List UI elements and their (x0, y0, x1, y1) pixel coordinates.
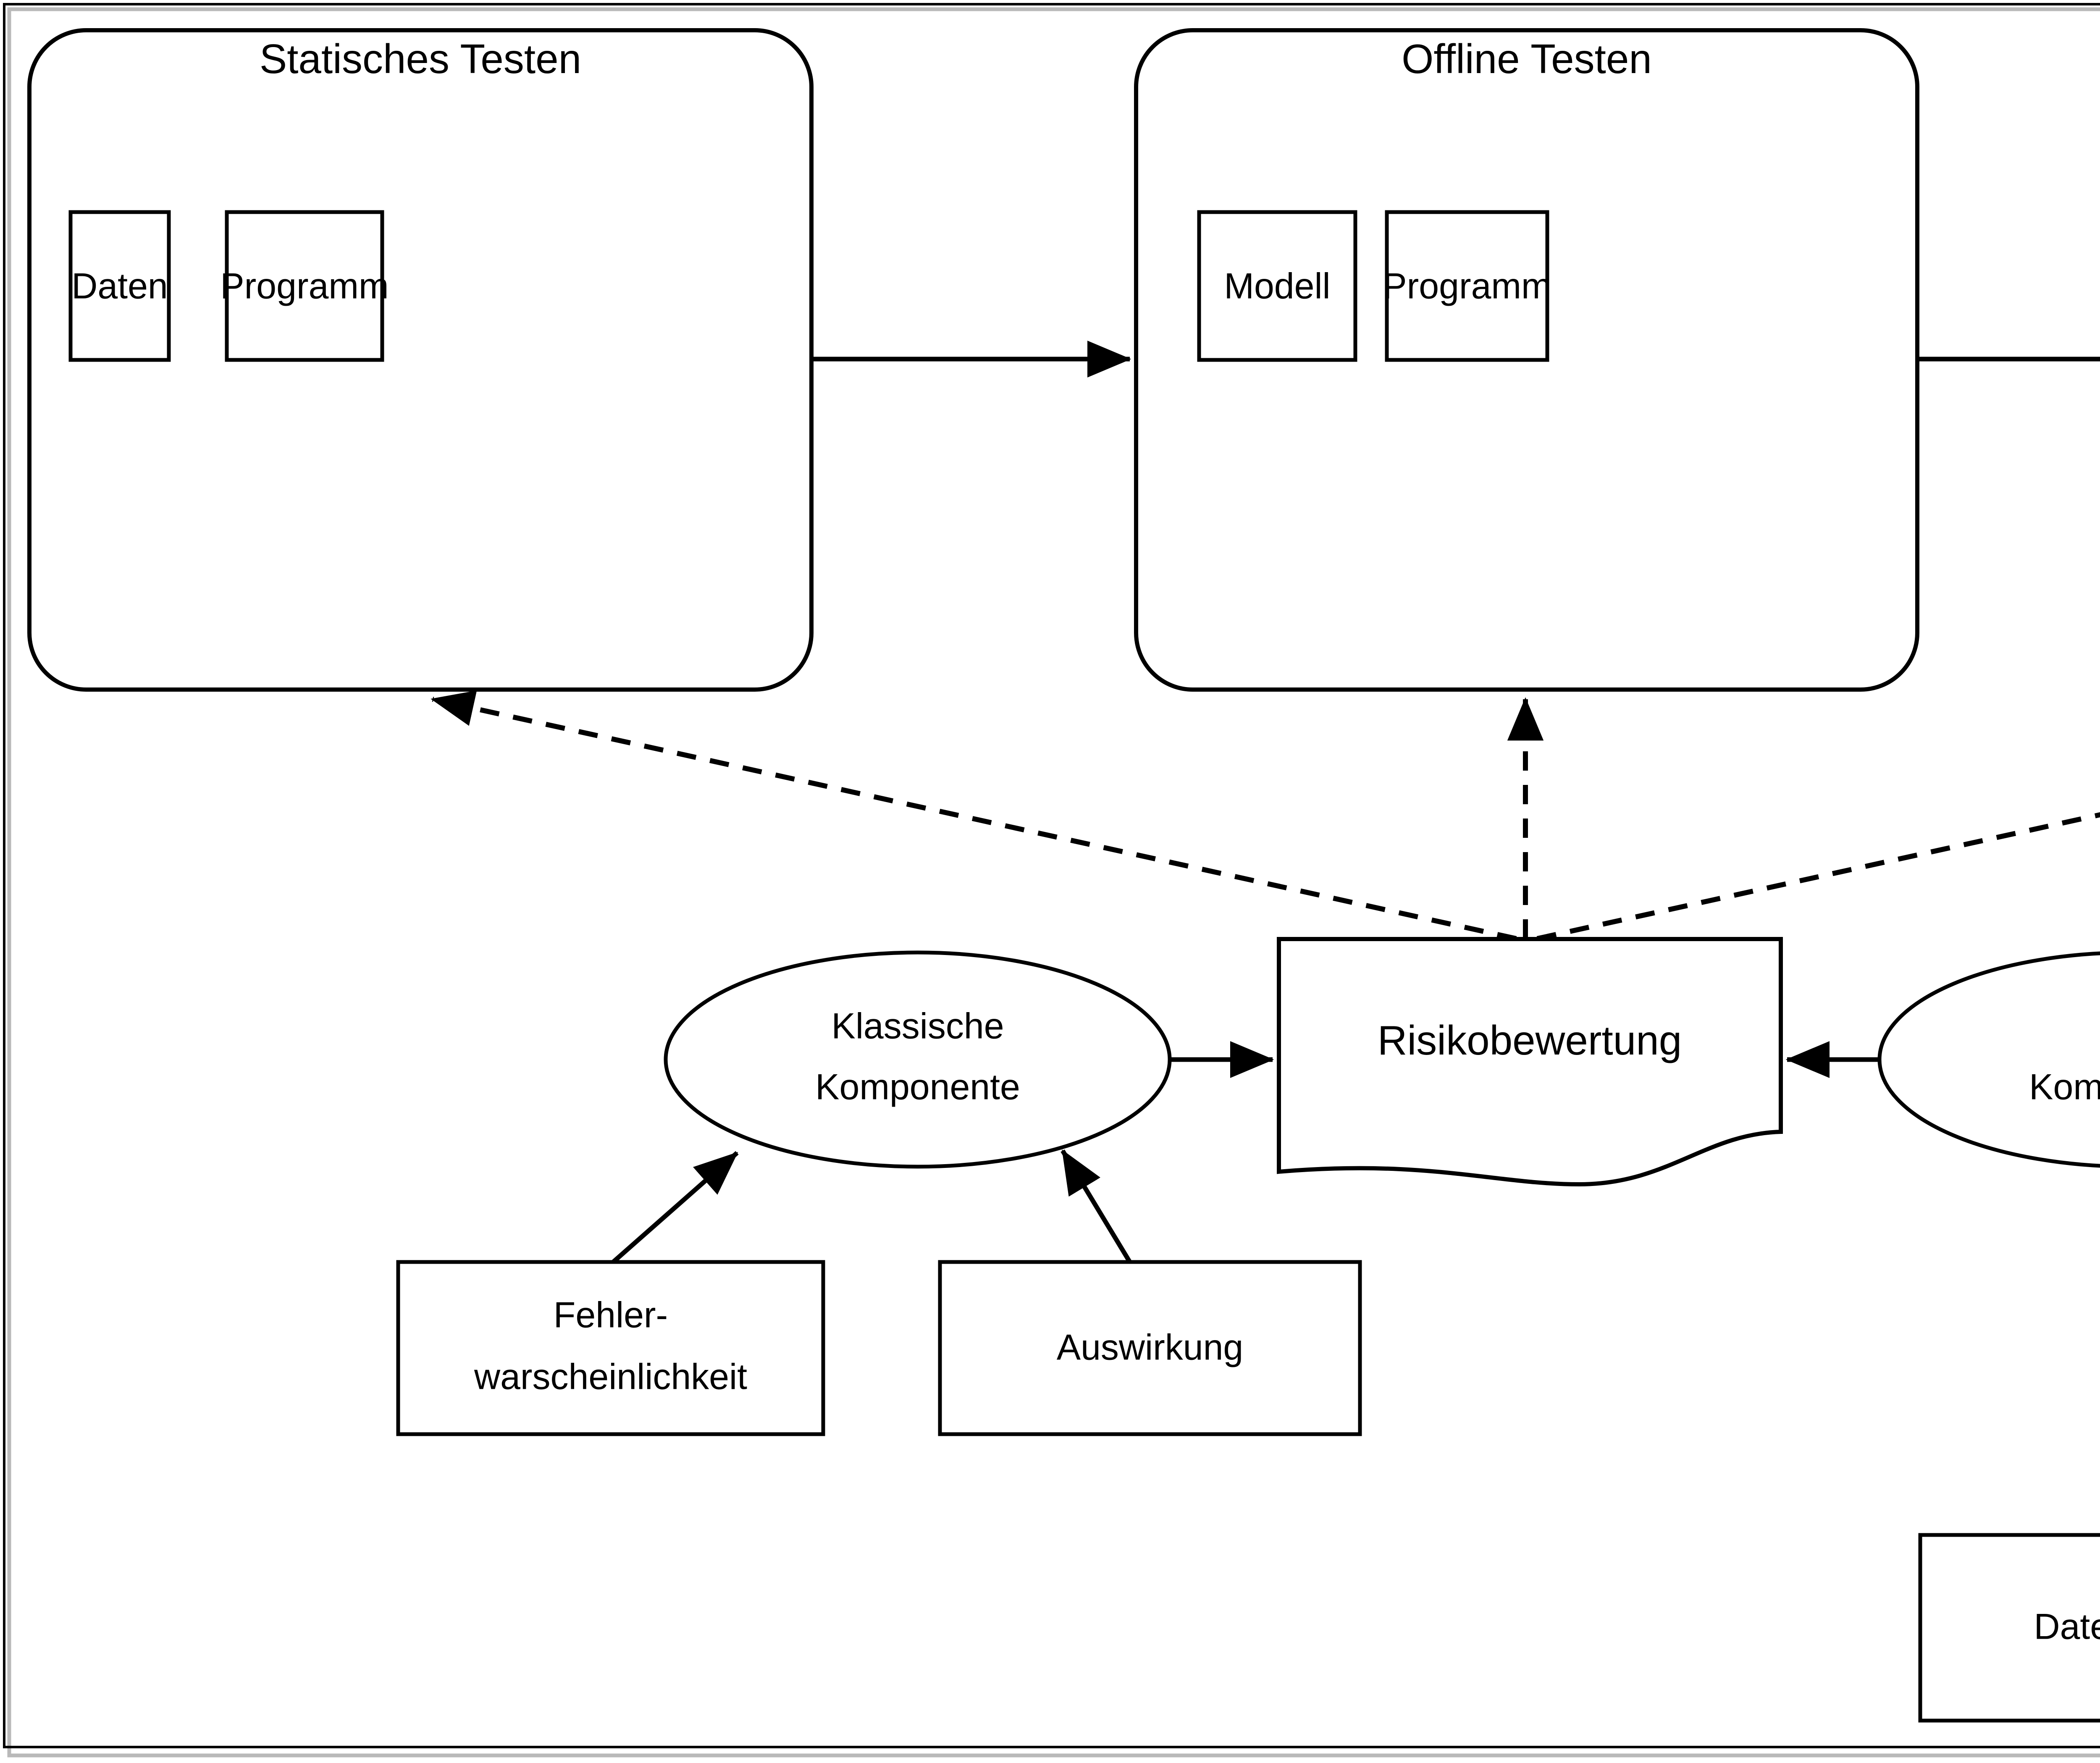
node-datenquelle-label: Datenquelle (2034, 1607, 2100, 1647)
node-datenquelle-box[interactable] (1918, 1533, 2100, 1723)
outer-frame-border (3, 3, 2100, 1748)
arrow-auswirkung-links-to-klassische (1060, 1149, 1132, 1263)
dashed-arrow-to-online-testen (1536, 812, 2100, 941)
box-daten-statisch[interactable] (68, 210, 171, 362)
box-programm-offline[interactable] (1385, 210, 1549, 362)
node-ai-komponente[interactable]: AI- Komponente (1877, 951, 2100, 1168)
node-klassische-komponente[interactable]: Klassische Komponente (664, 950, 1172, 1169)
node-fehlerwarscheinlichkeit[interactable]: Fehler- warscheinlichkeit (396, 1260, 825, 1436)
box-programm-offline-label: Programm (1383, 266, 1551, 307)
box-modell-offline[interactable] (1197, 210, 1357, 362)
box-modell-offline-label: Modell (1224, 266, 1330, 307)
node-risikobewertung-shape[interactable] (1277, 937, 1783, 1187)
box-programm-statisch[interactable] (225, 210, 384, 362)
panel-statisches-testen[interactable]: Statisches Testen Daten Programm (27, 28, 814, 692)
box-daten-statisch-label: Daten (71, 266, 168, 307)
node-fehlerwarscheinlichkeit-box[interactable] (396, 1260, 825, 1436)
node-auswirkung-links-box[interactable] (938, 1260, 1362, 1436)
node-auswirkung-links-label: Auswirkung (1057, 1327, 1244, 1368)
node-risikobewertung-label: Risikobewertung (1378, 1017, 1682, 1063)
arrow-fehler-to-klassische (612, 1151, 739, 1264)
node-datenquelle[interactable]: Datenquelle (1918, 1533, 2100, 1723)
box-programm-statisch-label: Programm (220, 266, 388, 307)
panel-offline-testen[interactable]: Offline Testen Modell Programm (1134, 28, 1919, 692)
node-risikobewertung[interactable]: Risikobewertung (1277, 937, 1783, 1187)
node-klassische-komponente-line2: Komponente (815, 1067, 1020, 1107)
node-klassische-komponente-line1: Klassische (831, 1006, 1004, 1047)
node-ai-komponente-shape[interactable] (1877, 951, 2100, 1168)
node-klassische-komponente-shape[interactable] (664, 950, 1172, 1169)
panel-statisches-testen-title: Statisches Testen (260, 36, 581, 82)
frame-shadow (7, 7, 2100, 1758)
node-fehlerwarscheinlichkeit-line1: Fehler- (554, 1295, 668, 1335)
panel-offline-testen-title: Offline Testen (1402, 36, 1652, 82)
node-auswirkung-links[interactable]: Auswirkung (938, 1260, 1362, 1436)
dashed-arrow-to-statisches-testen (430, 690, 1517, 941)
node-fehlerwarscheinlichkeit-line2: warscheinlichkeit (474, 1357, 747, 1397)
node-ai-komponente-line2: Komponente (2029, 1067, 2100, 1107)
